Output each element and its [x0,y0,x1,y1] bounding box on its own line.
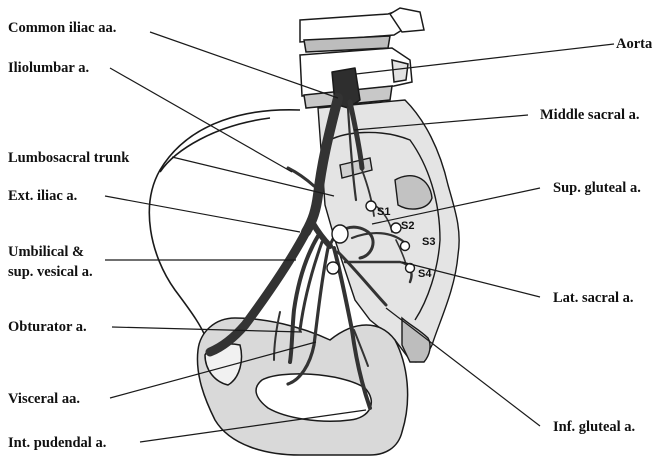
label-sup-gluteal: Sup. gluteal a. [553,180,641,196]
segment-s2: S2 [401,220,414,232]
label-inf-gluteal: Inf. gluteal a. [553,419,635,435]
label-visceral: Visceral aa. [8,391,80,407]
lumbar-vertebrae [300,8,424,108]
iliolumbar-vessel [288,168,314,186]
label-iliolumbar: Iliolumbar a. [8,60,89,76]
leader-ext-iliac [105,196,300,232]
label-aorta: Aorta [616,36,652,52]
leader-iliolumbar [110,68,292,172]
label-int-pudendal: Int. pudendal a. [8,435,106,451]
iliac-crest-inner [160,118,270,172]
label-lat-sacral: Lat. sacral a. [553,290,634,306]
label-lumbosacral-trunk: Lumbosacral trunk [8,150,129,166]
segment-s1: S1 [377,206,390,218]
label-common-iliac: Common iliac aa. [8,20,116,36]
leader-lumbosacral [172,157,334,196]
segment-s4: S4 [418,268,431,280]
label-ext-iliac: Ext. iliac a. [8,188,77,204]
label-obturator: Obturator a. [8,319,87,335]
segment-s3: S3 [422,236,435,248]
label-middle-sacral: Middle sacral a. [540,107,639,123]
leader-inf-gluteal [386,308,540,426]
label-umbilical-line1: Umbilical & [8,244,84,260]
label-umbilical-line2: sup. vesical a. [8,264,93,280]
